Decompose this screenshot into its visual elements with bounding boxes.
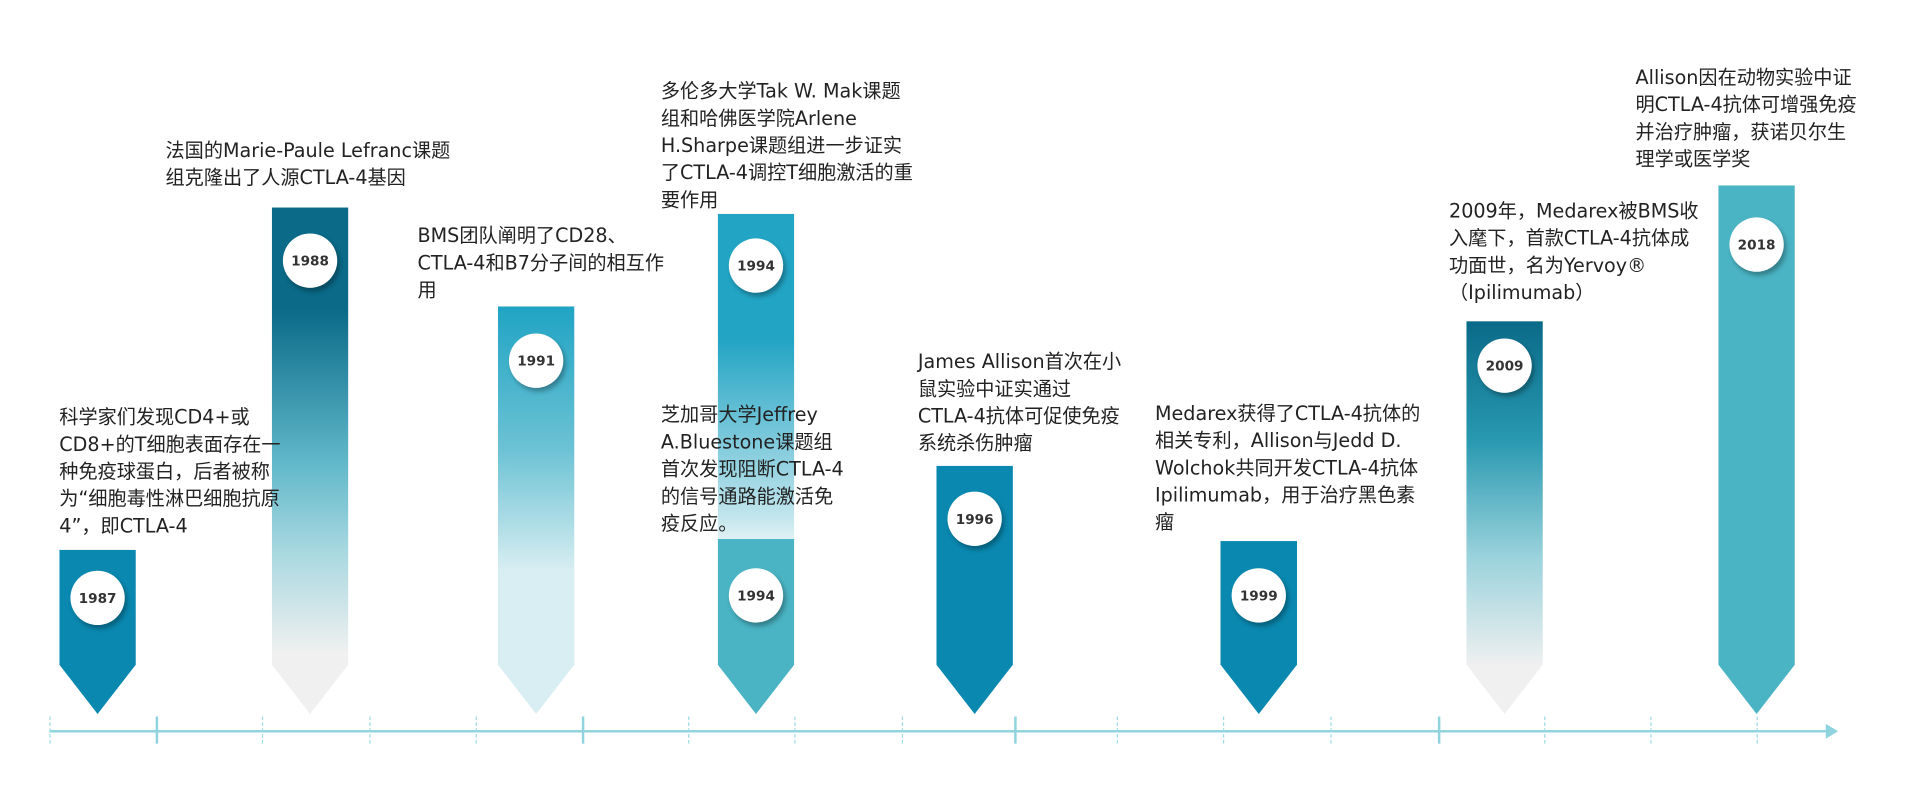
year-badge: 1991	[508, 333, 564, 388]
event-text: 法国的Marie-Paule Lefranc课题组克隆出了人源CTLA-4基因	[165, 139, 451, 190]
event-text: 芝加哥大学Jeffrey A.Bluestone课题组首次发现阻断CTLA-4的…	[660, 403, 844, 535]
axis-arrow-icon	[1825, 723, 1839, 739]
year-badge: 1994	[728, 238, 784, 293]
year-badge: 1996	[947, 491, 1002, 547]
timeline-axis	[49, 730, 1829, 733]
axis-tick	[49, 716, 51, 744]
axis-tick	[475, 716, 478, 744]
event-text: James Allison首次在小鼠实验中证实通过CTLA-4抗体可促使免疫系统…	[917, 350, 1122, 455]
year-badge: 2009	[1477, 338, 1532, 393]
axis-tick	[688, 716, 690, 744]
bar-1994-a	[718, 214, 795, 714]
year-badge: 1999	[1231, 568, 1286, 623]
year-badge: 2018	[1729, 217, 1784, 272]
year-badge: 1994	[728, 568, 784, 623]
axis-tick	[1116, 716, 1119, 744]
bar-1999	[1220, 541, 1297, 714]
event-text: Allison因在动物实验中证明CTLA-4抗体可增强免疫并治疗肿瘤，获诺贝尔生…	[1635, 66, 1857, 171]
axis-tick	[261, 716, 264, 744]
axis-tick	[1650, 716, 1652, 744]
axis-tick	[901, 716, 904, 744]
event-text: 科学家们发现CD4+或CD8+的T细胞表面存在一种免疫球蛋白，后者被称为“细胞毒…	[59, 406, 281, 538]
event-text: 多伦多大学Tak W. Mak课题组和哈佛医学院Arlene H.Sharpe课…	[660, 80, 913, 212]
axis-tick	[794, 716, 796, 744]
axis-tick	[155, 716, 160, 744]
axis-tick	[1222, 716, 1225, 744]
year-badge: 1987	[70, 570, 125, 626]
axis-tick	[1756, 716, 1759, 744]
axis-tick	[1437, 716, 1442, 744]
axis-tick	[581, 716, 586, 744]
year-badge: 1988	[282, 233, 338, 288]
bar-1988	[272, 208, 349, 714]
bar-2018	[1718, 185, 1795, 714]
axis-tick	[1330, 716, 1332, 744]
event-text: BMS团队阐明了CD28、CTLA-4和B7分子间的相互作用	[417, 224, 664, 302]
axis-tick	[1544, 716, 1546, 744]
event-text: 2009年，Medarex被BMS收入麾下，首款CTLA-4抗体成功面世，名为Y…	[1449, 200, 1699, 304]
event-text: Medarex获得了CTLA-4抗体的相关专利，Allison与Jedd D. …	[1155, 402, 1421, 534]
axis-tick	[1014, 716, 1018, 744]
axis-tick	[369, 716, 371, 744]
